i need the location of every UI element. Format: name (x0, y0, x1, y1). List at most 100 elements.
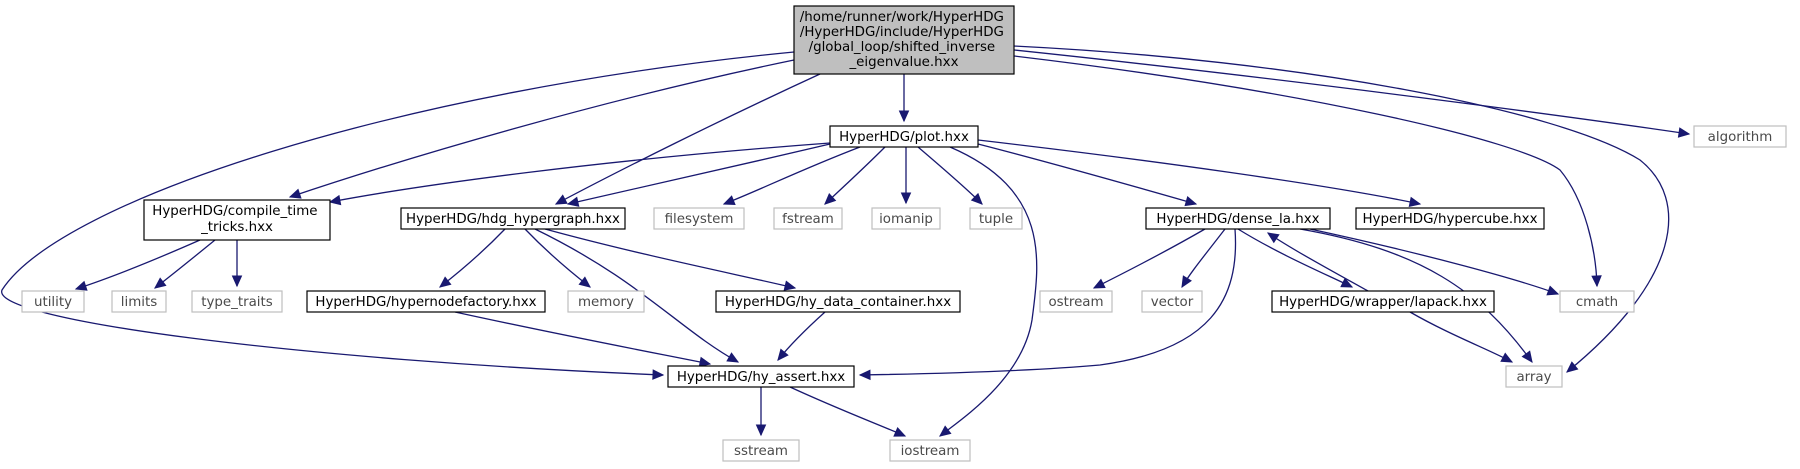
edge-root-to-compile-time-tricks (288, 59, 795, 199)
arrowhead (554, 194, 568, 205)
node-hypernodefactory[interactable]: HyperHDG/hypernodefactory.hxx (306, 290, 546, 313)
node-type-traits[interactable]: type_traits (191, 290, 283, 313)
arrowhead (1266, 232, 1280, 244)
svg-text:vector: vector (1151, 295, 1194, 310)
svg-text:ostream: ostream (1048, 295, 1103, 310)
svg-text:algorithm: algorithm (1708, 130, 1773, 145)
svg-text:/home/runner/work/HyperHDG: /home/runner/work/HyperHDG /HyperHDG/inc… (800, 10, 1008, 70)
edge-plot-to-dense-la (977, 143, 1198, 207)
svg-text:array: array (1516, 370, 1551, 385)
edge-dense-la-to-array (1299, 228, 1533, 363)
node-wrapper-lapack[interactable]: HyperHDG/wrapper/lapack.hxx (1271, 290, 1495, 313)
arrowhead (939, 425, 952, 437)
arrowhead (755, 424, 767, 437)
svg-text:limits: limits (121, 295, 157, 310)
svg-text:filesystem: filesystem (665, 212, 734, 227)
svg-text:tuple: tuple (979, 212, 1013, 227)
edge-dense-la-to-vector (1181, 228, 1226, 289)
edge-root-to-hy-assert (1, 51, 795, 380)
node-fstream[interactable]: fstream (773, 207, 843, 230)
arrowhead (578, 276, 591, 288)
nodes-layer: /home/runner/work/HyperHDG /HyperHDG/inc… (21, 5, 1787, 462)
arrowhead (1546, 285, 1560, 296)
edge-plot-to-hdg-hypergraph (566, 143, 831, 207)
arrowhead (777, 348, 789, 361)
svg-text:fstream: fstream (782, 212, 834, 227)
svg-text:HyperHDG/compile_time: HyperHDG/compile_time _tricks.hxx (152, 204, 322, 235)
arrowhead (154, 277, 167, 289)
arrowhead (1092, 278, 1106, 289)
edge-dense-la-to-cmath (1309, 228, 1560, 296)
node-hy-assert[interactable]: HyperHDG/hy_assert.hxx (667, 365, 855, 388)
arrowhead (231, 275, 243, 288)
node-limits[interactable]: limits (111, 290, 167, 313)
edge-plot-to-tuple (917, 146, 983, 205)
arrowhead (893, 426, 907, 437)
arrowhead (970, 192, 983, 205)
arrowhead (783, 280, 797, 291)
edge-hy-assert-to-iostream (789, 386, 907, 437)
arrowhead (698, 356, 712, 368)
svg-text:sstream: sstream (734, 444, 788, 459)
svg-text:HyperHDG/hy_assert.hxx: HyperHDG/hy_assert.hxx (677, 370, 845, 385)
edge-root-to-hdg-hypergraph (554, 73, 821, 205)
svg-text:HyperHDG/wrapper/lapack.hxx: HyperHDG/wrapper/lapack.hxx (1279, 295, 1487, 310)
node-sstream[interactable]: sstream (722, 439, 800, 462)
arrowhead (1677, 127, 1691, 138)
edge-hypernodefactory-to-hy-assert (454, 311, 712, 368)
svg-text:HyperHDG/hy_data_container.hxx: HyperHDG/hy_data_container.hxx (725, 295, 951, 310)
svg-text:cmath: cmath (1576, 295, 1618, 310)
edge-plot-to-hypercube (977, 139, 1422, 208)
node-root-shifted-inverse-eigenvalue[interactable]: /home/runner/work/HyperHDG /HyperHDG/inc… (793, 5, 1015, 75)
edge-plot-to-iomanip (900, 147, 912, 205)
edge-compile-time-tricks-to-utility (74, 239, 201, 291)
edge-hdg-hypergraph-to-memory (524, 228, 591, 288)
node-memory[interactable]: memory (567, 290, 645, 313)
arrowhead (1521, 350, 1533, 363)
node-hypercube[interactable]: HyperHDG/hypercube.hxx (1355, 207, 1545, 230)
node-hy-data-container[interactable]: HyperHDG/hy_data_container.hxx (715, 290, 961, 313)
svg-text:HyperHDG/hdg_hypergraph.hxx: HyperHDG/hdg_hypergraph.hxx (406, 212, 620, 227)
node-vector[interactable]: vector (1141, 290, 1203, 313)
node-filesystem[interactable]: filesystem (653, 207, 745, 230)
arrowhead (1566, 361, 1579, 373)
edge-dense-la-to-wrapper-lapack (1237, 228, 1354, 288)
svg-text:HyperHDG/hypernodefactory.hxx: HyperHDG/hypernodefactory.hxx (315, 295, 536, 310)
edge-root-to-plot (898, 74, 910, 123)
edge-root-to-algorithm (1013, 49, 1691, 138)
arrowhead (1181, 275, 1192, 289)
edge-dense-la-to-hy-assert (858, 228, 1237, 381)
svg-text:utility: utility (34, 295, 72, 310)
arrowhead (1184, 196, 1198, 207)
node-compile-time-tricks[interactable]: HyperHDG/compile_time _tricks.hxx (143, 199, 331, 241)
arrowhead (328, 194, 342, 206)
edges-layer (1, 45, 1691, 437)
svg-text:HyperHDG/hypercube.hxx: HyperHDG/hypercube.hxx (1362, 212, 1537, 227)
arrowhead (858, 369, 871, 381)
edge-hy-data-container-to-hy-assert (777, 311, 826, 361)
node-dense-la[interactable]: HyperHDG/dense_la.hxx (1145, 207, 1331, 230)
svg-text:type_traits: type_traits (201, 295, 273, 310)
node-cmath[interactable]: cmath (1559, 290, 1635, 313)
node-iomanip[interactable]: iomanip (871, 207, 941, 230)
edge-wrapper-lapack-to-dense-la (1266, 232, 1369, 292)
node-ostream[interactable]: ostream (1039, 290, 1113, 313)
svg-text:iomanip: iomanip (879, 212, 933, 227)
node-utility[interactable]: utility (21, 290, 85, 313)
edge-hdg-hypergraph-to-hy-data-container (544, 228, 797, 291)
node-algorithm[interactable]: algorithm (1693, 125, 1787, 148)
edge-plot-to-fstream (824, 146, 886, 205)
svg-text:HyperHDG/plot.hxx: HyperHDG/plot.hxx (839, 130, 969, 145)
arrowhead (1500, 352, 1514, 363)
node-tuple[interactable]: tuple (969, 207, 1023, 230)
node-hdg-hypergraph[interactable]: HyperHDG/hdg_hypergraph.hxx (400, 207, 626, 230)
arrowhead (722, 195, 736, 206)
node-array[interactable]: array (1505, 365, 1563, 388)
node-iostream[interactable]: iostream (889, 439, 971, 462)
arrowhead (900, 192, 912, 205)
edge-root-to-cmath (1013, 55, 1602, 288)
arrowhead (439, 276, 452, 288)
node-plot[interactable]: HyperHDG/plot.hxx (829, 125, 979, 148)
arrowhead (898, 110, 910, 123)
